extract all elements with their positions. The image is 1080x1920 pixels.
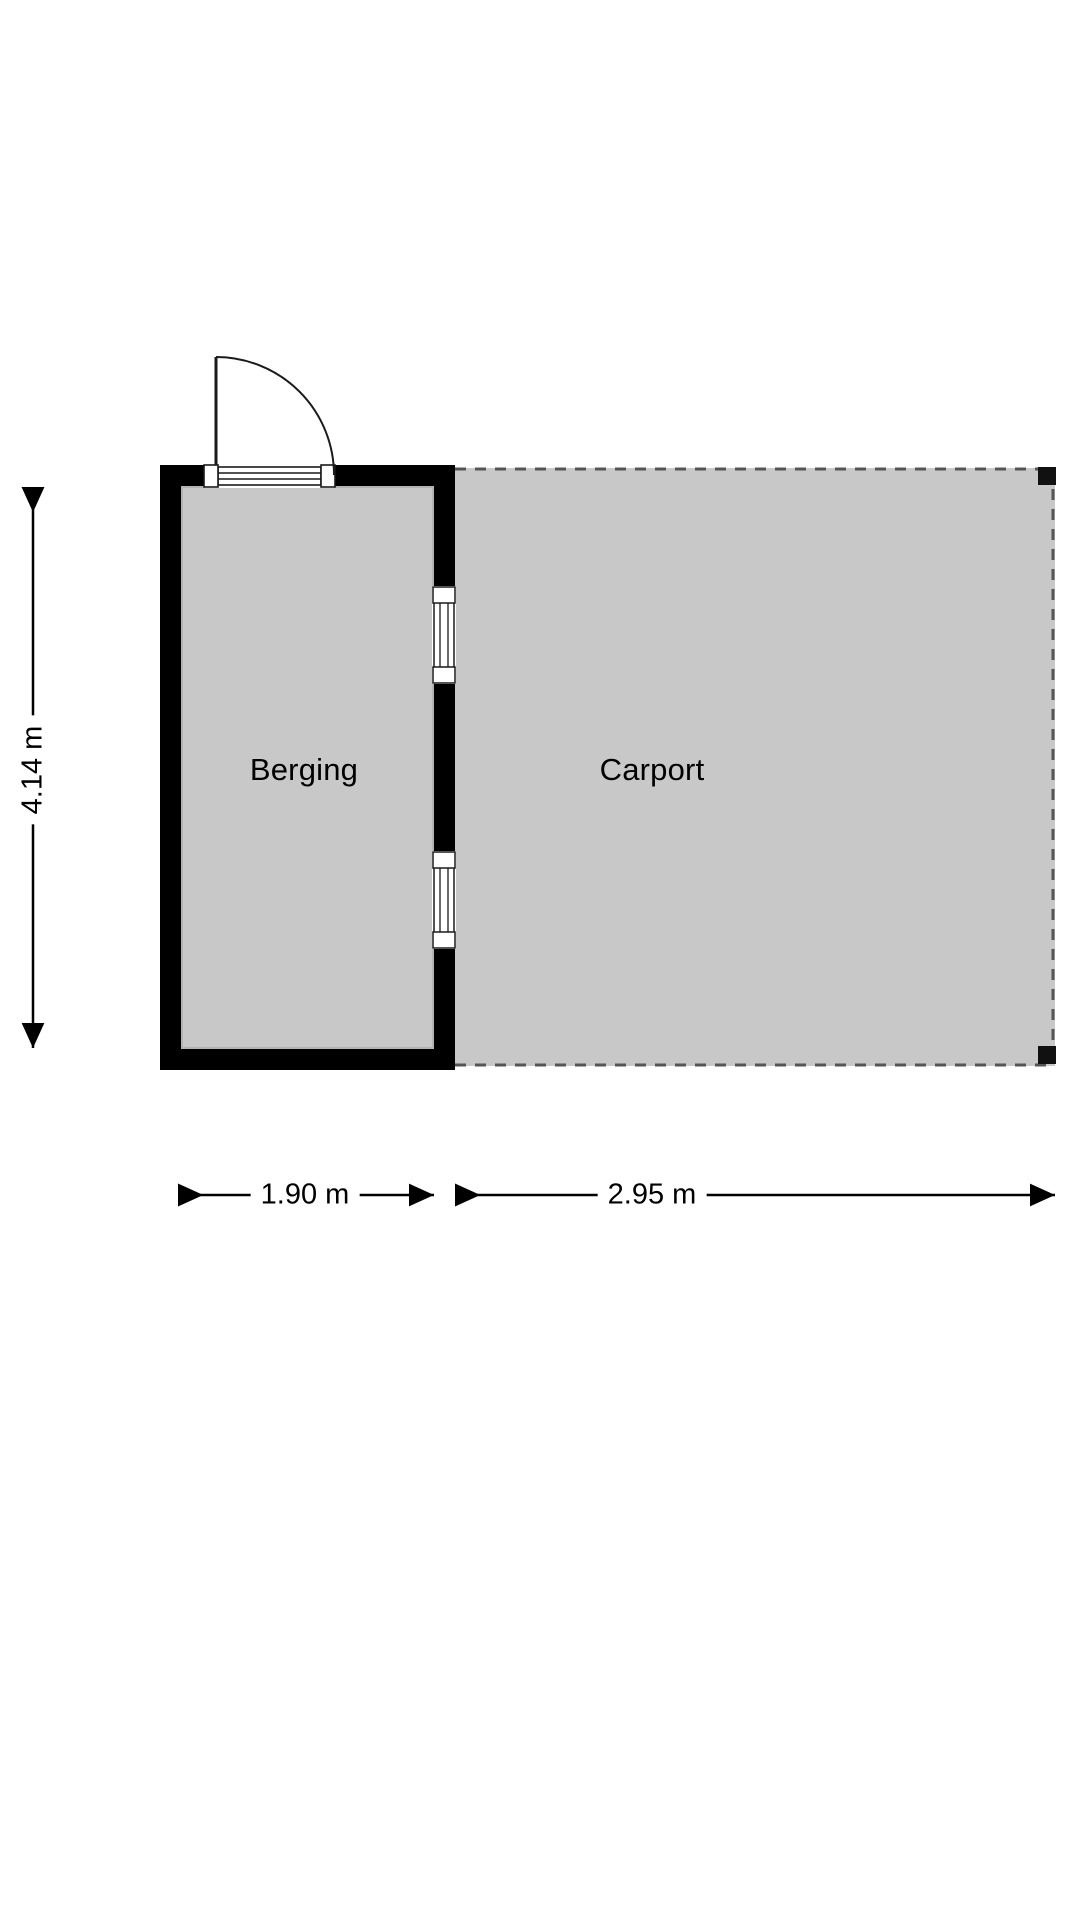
berging-wall-left xyxy=(160,465,182,1070)
window-lower-cap-bottom xyxy=(432,931,456,949)
carport-area xyxy=(455,467,1055,1067)
carport-floor-fill xyxy=(455,468,1055,1066)
window-upper[interactable] xyxy=(432,586,456,684)
window-upper-cap-bottom xyxy=(432,666,456,684)
window-lower[interactable] xyxy=(432,851,456,949)
entry-door[interactable] xyxy=(203,356,336,488)
door-leaf-panel xyxy=(217,466,322,486)
window-lower-glazing xyxy=(433,866,455,934)
window-lower-cap-top xyxy=(432,851,456,869)
window-upper-glazing xyxy=(433,601,455,669)
berging-wall-bottom xyxy=(160,1048,455,1070)
berging-floor-fill xyxy=(160,465,455,1070)
carport-posts xyxy=(1038,467,1056,1064)
berging-wall-right xyxy=(433,465,455,1070)
dimension-label-overall-depth: 4.14 m xyxy=(16,715,50,825)
window-upper-cap-top xyxy=(432,586,456,604)
door-jamb-right xyxy=(320,464,336,488)
dimension-label-carport-width: 2.95 m xyxy=(597,1178,707,1212)
door-swing-arc xyxy=(215,356,335,476)
dimension-label-berging-width: 1.90 m xyxy=(250,1178,360,1212)
post-top-right-icon xyxy=(1038,467,1056,485)
post-bottom-right-icon xyxy=(1038,1046,1056,1064)
berging-structure xyxy=(160,465,455,1070)
door-jamb-left xyxy=(203,464,219,488)
